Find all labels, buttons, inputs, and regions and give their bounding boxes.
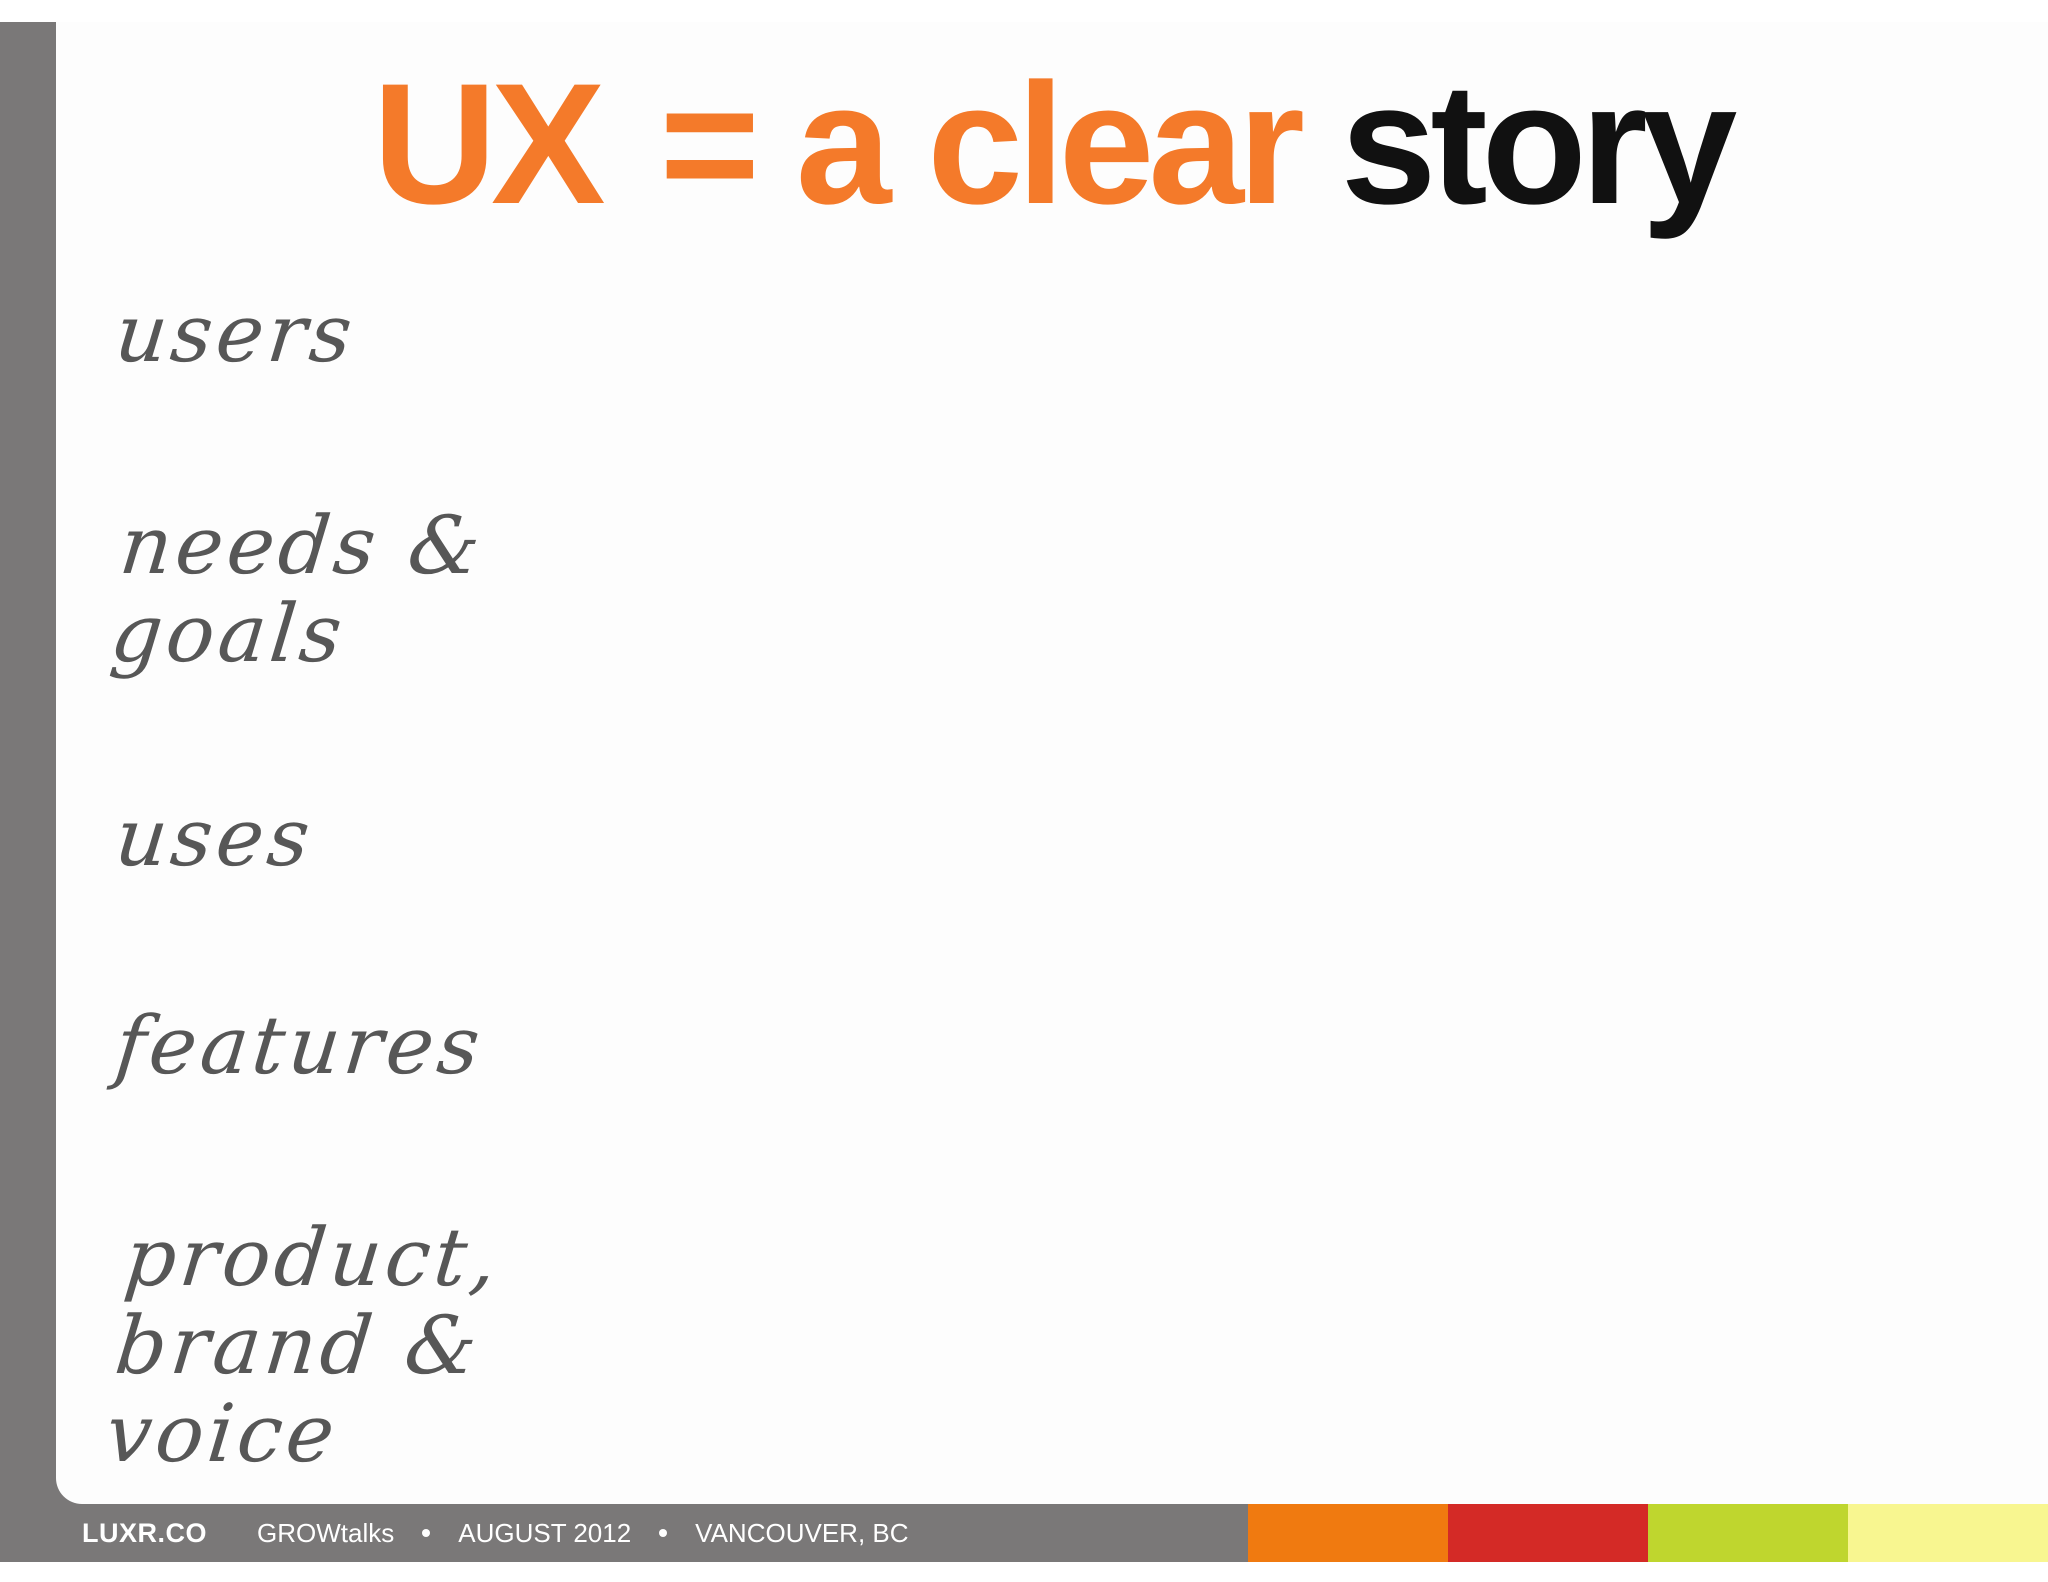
slide-footer: LUXR.CO GROWtalks AUGUST 2012 VANCOUVER,…	[0, 1504, 2048, 1562]
footer-event: GROWtalks	[257, 1517, 395, 1548]
color-stripes	[1248, 1504, 2048, 1562]
footer-meta: GROWtalks AUGUST 2012 VANCOUVER, BC	[257, 1518, 909, 1549]
slide-title: UX= a clear story	[56, 54, 2048, 235]
item-product-brand-voice: product, brand & voice	[101, 1211, 505, 1480]
footer-date: AUGUST 2012	[458, 1517, 632, 1548]
bullet-dot-icon	[422, 1529, 431, 1537]
stripe-lime	[1648, 1504, 1848, 1562]
stripe-orange	[1248, 1504, 1448, 1562]
item-uses: uses	[111, 791, 318, 884]
bullet-dot-icon	[659, 1529, 668, 1537]
title-equals-a-clear: = a clear	[659, 48, 1305, 240]
item-features: features	[111, 999, 488, 1092]
title-ux: UX	[372, 48, 606, 240]
title-story: story	[1340, 48, 1738, 240]
footer-brand: LUXR.CO	[82, 1517, 207, 1548]
stripe-red	[1448, 1504, 1648, 1562]
item-needs-goals: needs & goals	[106, 499, 489, 680]
stripe-pale-yellow	[1848, 1504, 2048, 1562]
slide-frame: UX= a clear story users needs & goals us…	[0, 22, 2048, 1562]
footer-location: VANCOUVER, BC	[695, 1517, 909, 1548]
item-users: users	[111, 287, 361, 380]
slide-card: UX= a clear story users needs & goals us…	[56, 22, 2048, 1504]
